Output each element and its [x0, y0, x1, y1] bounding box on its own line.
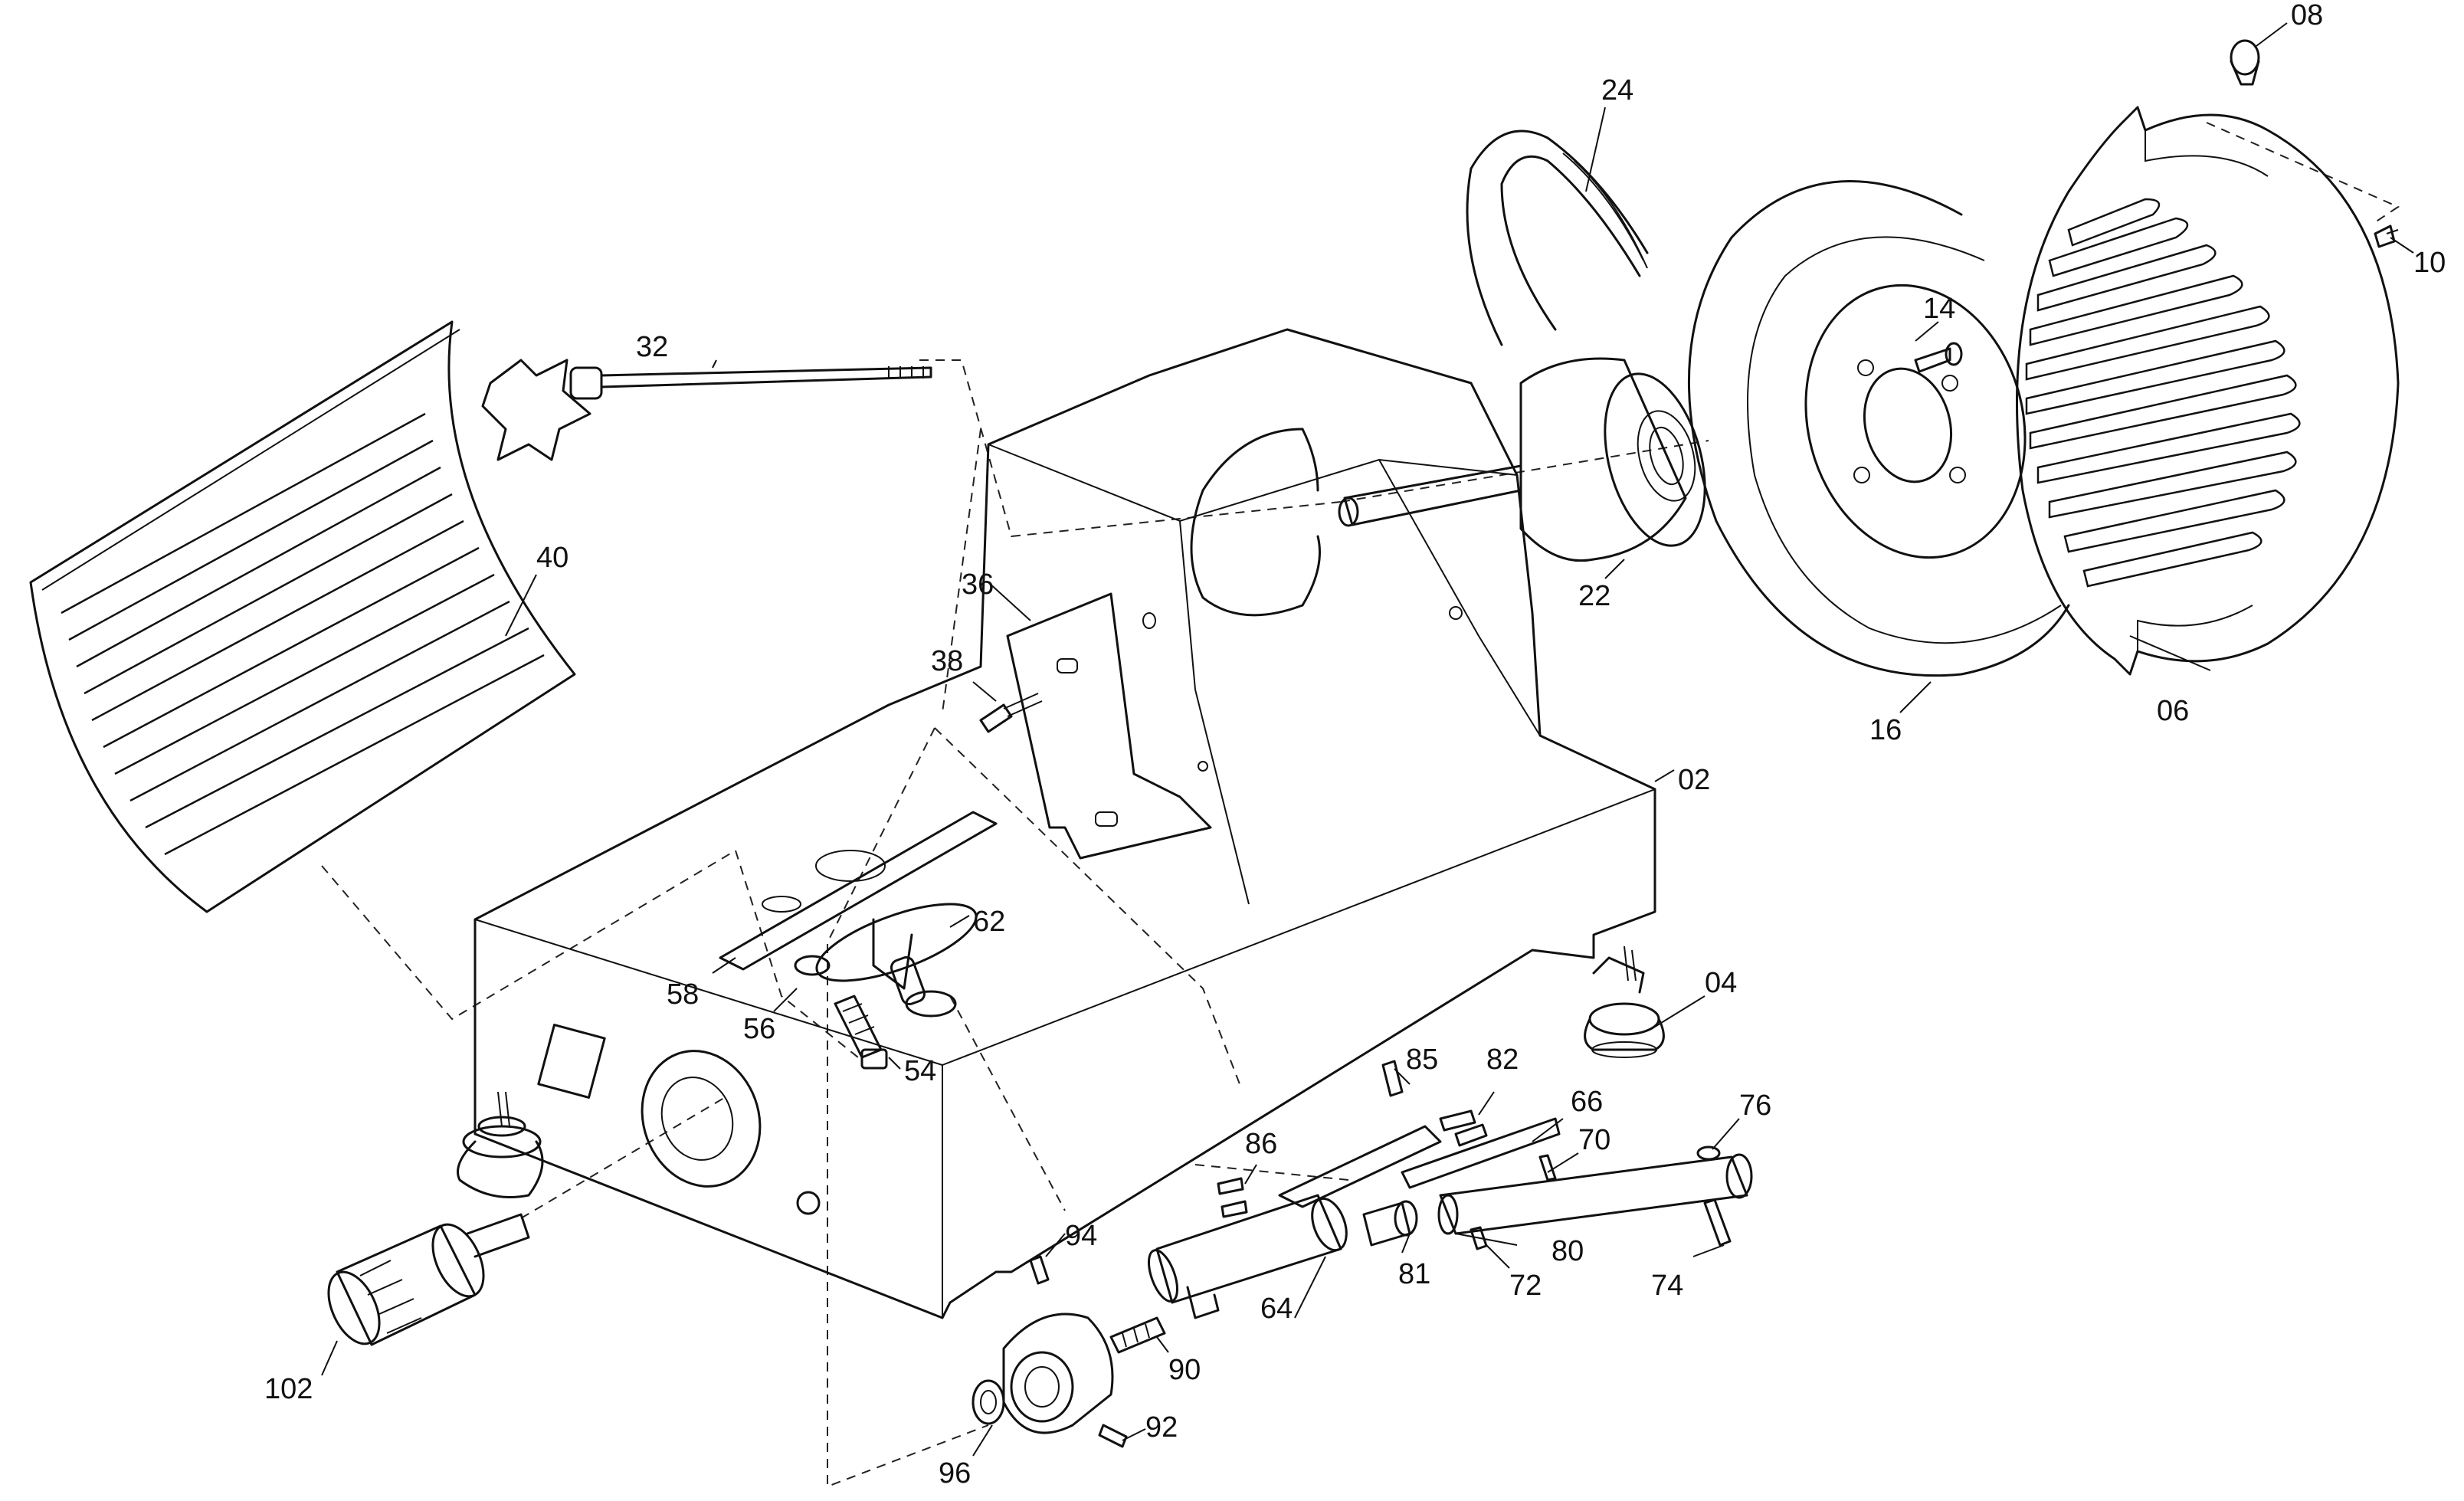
- guide-housing: [949, 995, 1066, 1211]
- part-58-bracket: [719, 811, 998, 971]
- part-54-bolt: [834, 995, 888, 1070]
- part-92-housing: [1002, 1313, 1114, 1434]
- guide-bottom: [827, 727, 989, 1488]
- part-14-screw: [1914, 342, 1963, 373]
- callout-04: 04: [1705, 967, 1737, 999]
- callout-labels: 02 04 06 08 10 14 16 22 24 32 36 38 40 5…: [264, 0, 2446, 1490]
- part-94-pin: [1029, 1255, 1050, 1285]
- part-56-washer: [794, 955, 831, 976]
- guard-slots: [2025, 198, 2301, 588]
- part-small-fasteners: [1217, 1060, 1732, 1250]
- callout-62: 62: [973, 906, 1005, 938]
- callout-82: 82: [1486, 1044, 1519, 1076]
- part-36-plate: [1006, 592, 1212, 860]
- callout-81: 81: [1398, 1258, 1430, 1290]
- part-38-screw: [979, 693, 1043, 733]
- callout-16: 16: [1869, 714, 1902, 746]
- part-62-post: [815, 903, 978, 1006]
- part-86-screw-a: [1217, 1177, 1244, 1195]
- callout-86: 86: [1245, 1128, 1277, 1160]
- callout-06: 06: [2157, 695, 2189, 727]
- guide-shaft-blade: [1340, 440, 1709, 503]
- part-64-tube: [1148, 1194, 1348, 1319]
- part-04-foot-right: [1584, 945, 1665, 1058]
- callout-92: 92: [1145, 1411, 1178, 1444]
- part-70-screw: [1538, 1154, 1557, 1181]
- callout-32: 32: [636, 331, 668, 363]
- base-hole-ellipse: [905, 990, 957, 1018]
- part-32-knob-rod: [481, 359, 932, 461]
- guide-tray-base: [321, 850, 736, 1021]
- callout-56: 56: [743, 1013, 775, 1045]
- part-22-motor-drum: [1338, 357, 1706, 562]
- callout-64: 64: [1260, 1293, 1293, 1325]
- leader-lines: [321, 22, 2414, 1457]
- callout-10: 10: [2413, 247, 2446, 279]
- callout-58: 58: [667, 978, 699, 1011]
- callout-90: 90: [1168, 1354, 1201, 1386]
- guide-base-bar: [934, 727, 1242, 1089]
- guide-knob-rod: [919, 359, 1342, 538]
- part-76-washer: [1696, 1145, 1721, 1161]
- callout-14: 14: [1923, 293, 1955, 325]
- callout-02: 02: [1678, 764, 1710, 796]
- part-74-screw: [1703, 1198, 1732, 1247]
- guide-post: [735, 850, 859, 1058]
- part-92-pin: [1098, 1424, 1128, 1448]
- callout-24: 24: [1601, 74, 1633, 107]
- callout-72: 72: [1509, 1270, 1542, 1302]
- callout-70: 70: [1578, 1124, 1610, 1156]
- callout-80: 80: [1551, 1235, 1584, 1267]
- callout-40: 40: [536, 542, 568, 574]
- part-02-housing: [473, 328, 1656, 1319]
- part-90-bolt: [1109, 1316, 1166, 1354]
- part-85-pin: [1381, 1060, 1404, 1097]
- assembly-guide-lines: [321, 122, 2400, 1488]
- part-06-guard: [2016, 106, 2400, 676]
- part-66-blade-arm: [1401, 1117, 1561, 1189]
- tray-grooves: [61, 412, 545, 856]
- part-16-blade: [1687, 180, 2070, 677]
- part-40-tray: [29, 320, 576, 913]
- guide-nut-screw: [2206, 122, 2400, 223]
- callout-74: 74: [1651, 1270, 1683, 1302]
- guide-knob-base: [520, 1095, 729, 1219]
- part-08-nut: [2230, 39, 2260, 86]
- part-bracket-arm: [1278, 1125, 1442, 1208]
- part-foot-left: [457, 1091, 544, 1198]
- part-81-sleeve: [1362, 1200, 1418, 1247]
- callout-66: 66: [1571, 1086, 1603, 1118]
- callout-36: 36: [962, 569, 994, 601]
- part-96-washer: [972, 1379, 1005, 1425]
- part-102-knob: [327, 1213, 530, 1346]
- callout-76: 76: [1739, 1090, 1771, 1122]
- part-82-screw-a: [1439, 1109, 1476, 1132]
- part-24-belt: [1466, 129, 1649, 346]
- callout-54: 54: [904, 1055, 936, 1087]
- callout-08: 08: [2291, 0, 2323, 31]
- part-82-screw-b: [1454, 1123, 1488, 1147]
- callout-38: 38: [931, 645, 963, 677]
- callout-94: 94: [1065, 1220, 1097, 1252]
- part-86-screw-b: [1221, 1200, 1248, 1218]
- part-80-rod: [1437, 1153, 1753, 1235]
- callout-22: 22: [1578, 580, 1610, 612]
- part-10-screw: [2374, 224, 2399, 248]
- callout-102: 102: [264, 1373, 313, 1405]
- callout-96: 96: [939, 1457, 971, 1490]
- callout-85: 85: [1406, 1044, 1438, 1076]
